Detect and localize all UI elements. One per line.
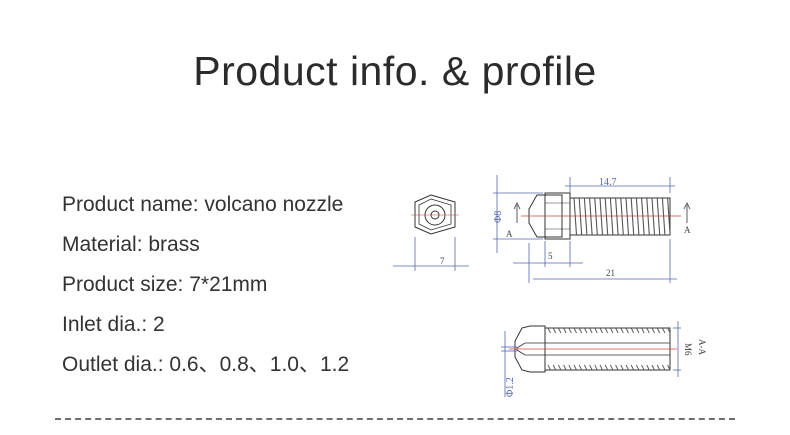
hex-height-dimension xyxy=(513,241,583,267)
thread-line xyxy=(635,197,640,236)
page-title: Product info. & profile xyxy=(193,48,597,94)
section-marker-right-label: A xyxy=(684,225,691,235)
nose-diameter-dimension xyxy=(493,175,543,253)
section-thread-line xyxy=(594,364,598,371)
spec-inlet-diameter: Inlet dia.: 2 xyxy=(62,313,165,336)
section-thread-line xyxy=(661,327,666,334)
section-thread-line xyxy=(615,327,619,334)
hex-width-dimension xyxy=(393,237,469,271)
total-length-dimension xyxy=(528,239,677,283)
thread-lines xyxy=(573,197,671,236)
section-thread-line xyxy=(604,364,609,371)
thread-line xyxy=(578,197,583,236)
section-thread-line xyxy=(667,327,671,334)
section-thread-line xyxy=(625,364,629,371)
nose-diameter-label: Φ8 xyxy=(493,211,504,223)
spec-product-name: Product name: volcano nozzle xyxy=(62,193,344,216)
hex-width-label: 7 xyxy=(440,256,445,266)
outlet-diameter-label: Φ1.2 xyxy=(505,377,516,397)
section-thread-line xyxy=(641,364,645,371)
section-thread-line xyxy=(604,327,609,334)
section-thread-line xyxy=(609,327,614,334)
section-thread-line xyxy=(573,327,577,334)
section-thread-line xyxy=(609,364,614,371)
spec-list: Product name: volcano nozzle Material: b… xyxy=(62,188,349,388)
thread-line xyxy=(599,197,604,236)
total-length-label: 21 xyxy=(606,268,615,278)
section-thread-line xyxy=(594,327,598,334)
section-thread-line xyxy=(635,327,640,334)
section-thread-line xyxy=(656,327,661,334)
section-marker-left xyxy=(513,202,521,223)
section-thread-line xyxy=(568,364,572,371)
thread-line xyxy=(594,197,598,236)
section-thread-line xyxy=(583,327,588,334)
section-thread-line xyxy=(547,364,551,371)
section-thread-line xyxy=(646,327,650,334)
section-thread-line xyxy=(563,327,567,334)
section-thread-line xyxy=(557,364,562,371)
thread-size-label: M6 xyxy=(683,343,693,356)
section-thread-line xyxy=(656,364,661,371)
section-thread-line xyxy=(583,364,588,371)
section-thread-line xyxy=(651,364,655,371)
thread-line xyxy=(625,197,630,236)
thread-line xyxy=(656,197,661,236)
thread-size-dimension xyxy=(673,321,681,377)
section-thread-line xyxy=(651,327,655,334)
section-thread-line xyxy=(547,327,551,334)
section-thread-line xyxy=(630,327,635,334)
section-thread-line xyxy=(620,327,624,334)
technical-drawing: 7 A A 14.7 Φ8 5 xyxy=(393,175,707,397)
spec-outlet-diameter: Outlet dia.: 0.6、0.8、1.0、1.2 xyxy=(62,353,350,376)
section-thread-line xyxy=(641,327,645,334)
section-thread-line xyxy=(578,364,583,371)
thread-line xyxy=(583,197,588,236)
section-thread-line xyxy=(625,327,629,334)
thread-line xyxy=(646,197,650,236)
section-thread-line xyxy=(667,364,671,371)
thread-line xyxy=(615,197,619,236)
section-thread-line xyxy=(635,364,640,371)
section-thread-line xyxy=(573,364,577,371)
section-thread-line xyxy=(599,327,603,334)
thread-line xyxy=(661,197,666,236)
section-thread-line xyxy=(578,327,583,334)
section-thread-line xyxy=(646,364,650,371)
thread-line xyxy=(630,197,635,236)
hex-end-view xyxy=(411,194,459,235)
thread-line xyxy=(620,197,624,236)
section-thread-line xyxy=(615,364,619,371)
section-thread-line xyxy=(589,364,593,371)
thread-line xyxy=(667,197,671,236)
thread-line xyxy=(641,197,645,236)
section-thread-line xyxy=(568,327,572,334)
section-thread-line xyxy=(630,364,635,371)
section-marker-right xyxy=(683,202,691,223)
section-thread-line xyxy=(589,327,593,334)
section-thread-line xyxy=(552,327,557,334)
spec-product-size: Product size: 7*21mm xyxy=(62,273,268,296)
spec-material: Material: brass xyxy=(62,233,200,256)
thread-line xyxy=(651,197,656,236)
outlet-diameter-dimension xyxy=(501,331,517,397)
section-thread-line xyxy=(620,364,624,371)
hex-height-label: 5 xyxy=(548,251,553,261)
thread-line xyxy=(604,197,609,236)
section-thread-lines xyxy=(547,327,671,371)
section-thread-line xyxy=(557,327,562,334)
thread-line xyxy=(589,197,593,236)
section-view-label: A-A xyxy=(697,339,707,355)
section-thread-line xyxy=(552,364,557,371)
thread-length-dimension xyxy=(565,177,675,193)
thread-line xyxy=(573,197,578,236)
section-thread-line xyxy=(563,364,567,371)
section-thread-line xyxy=(661,364,666,371)
thread-line xyxy=(609,197,614,236)
section-marker-left-label: A xyxy=(506,229,513,239)
section-thread-line xyxy=(599,364,603,371)
footer-divider xyxy=(55,418,735,420)
thread-length-label: 14.7 xyxy=(599,177,617,188)
